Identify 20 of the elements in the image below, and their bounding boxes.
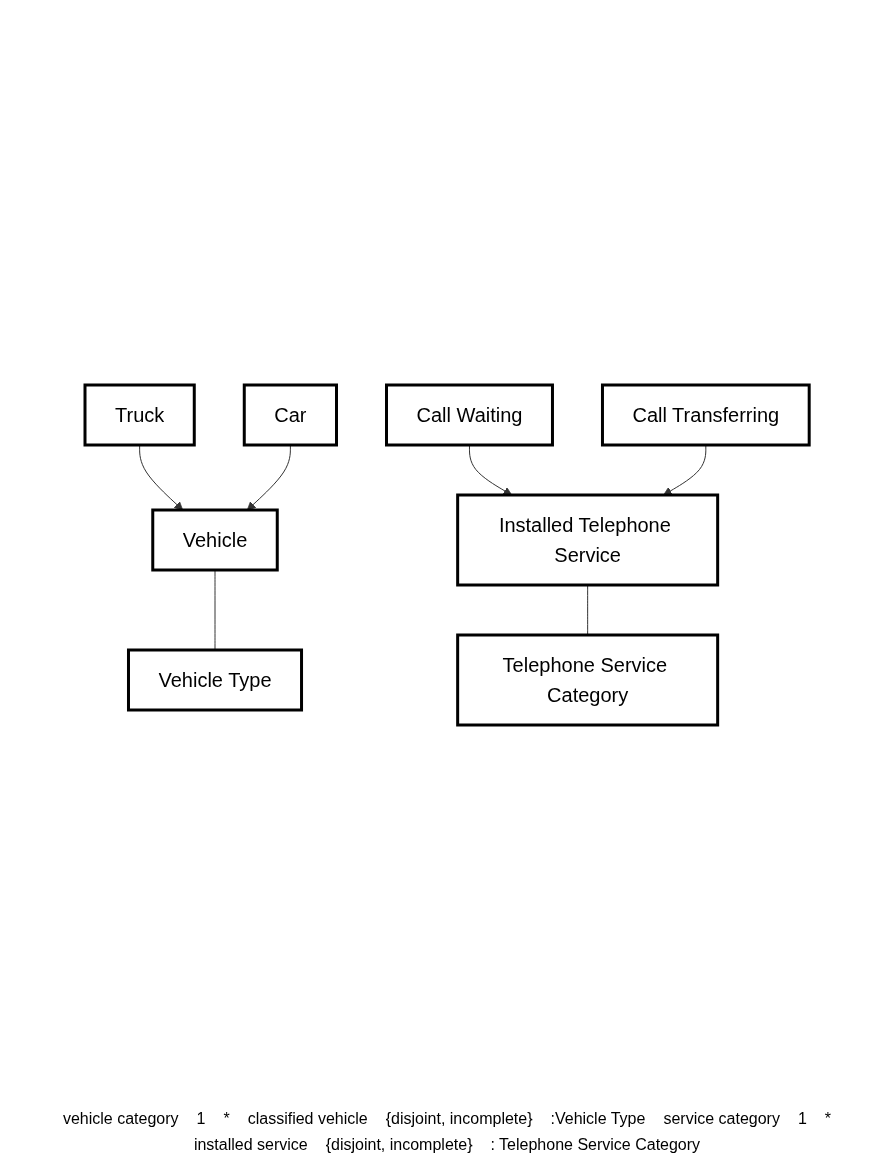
node-box: Vehicle Type [126, 648, 303, 712]
role-label: classified vehicle [247, 1110, 368, 1128]
role-label: * [223, 1110, 230, 1128]
role-label: installed service [193, 1136, 308, 1154]
role-label: 1 [196, 1110, 206, 1128]
node-box: Installed Telephone Service [456, 493, 720, 587]
node-box: Vehicle [151, 508, 279, 572]
role-label: vehicle category [62, 1110, 179, 1128]
role-label: service category [663, 1110, 780, 1128]
node-box: Telephone Service Category [456, 633, 720, 727]
node-box: Call Waiting [384, 383, 554, 447]
role-label: 1 [797, 1110, 807, 1128]
role-label: {disjoint, incomplete} [385, 1110, 533, 1128]
node-box: Truck [83, 383, 196, 447]
node-box: Car [242, 383, 338, 447]
role-label: :Vehicle Type [550, 1110, 646, 1128]
role-label: {disjoint, incomplete} [325, 1136, 473, 1154]
role-label: : Telephone Service Category [490, 1136, 701, 1154]
node-box: Call Transferring [600, 383, 811, 447]
role-label: * [824, 1110, 832, 1128]
